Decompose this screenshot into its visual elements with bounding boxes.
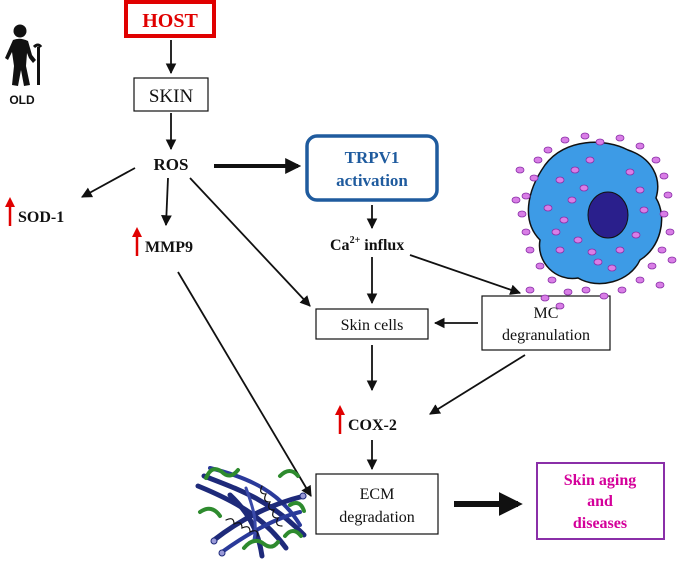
granule: [525, 286, 535, 294]
outcome-line1: Skin aging: [564, 472, 636, 489]
granule: [635, 142, 645, 150]
ros-label: ROS: [154, 155, 189, 174]
sod1-label: SOD-1: [18, 209, 64, 226]
trpv1-label: TRPV1: [345, 148, 400, 167]
granule: [579, 184, 589, 192]
outcome-box: [536, 462, 665, 540]
granule: [659, 172, 669, 180]
host-box: [124, 0, 216, 38]
up-arrow-icon: [132, 227, 142, 256]
mmp9-label: MMP9: [145, 239, 193, 256]
ecm-degradation-label: degradation: [339, 509, 415, 526]
granule: [580, 132, 590, 140]
granule: [521, 228, 531, 236]
ecm-degradation-box: [315, 473, 439, 535]
granule: [665, 228, 675, 236]
granule: [525, 246, 535, 254]
arrow-mmp9-to-ecm: [177, 271, 312, 497]
granule: [615, 134, 625, 142]
arrow-mc-to-cox2: [429, 354, 526, 415]
granule: [595, 138, 605, 146]
arrow-ros-to-sod1: [81, 167, 136, 198]
granule: [585, 156, 595, 164]
granule: [521, 192, 531, 200]
granule: [647, 262, 657, 270]
granule: [529, 174, 539, 182]
granule: [573, 236, 583, 244]
granule: [625, 168, 635, 176]
granule: [617, 286, 627, 294]
granule: [551, 228, 561, 236]
granule: [587, 248, 597, 256]
granule: [555, 176, 565, 184]
granule: [599, 292, 609, 300]
host-label: HOST: [142, 10, 198, 32]
cox2-label: COX-2: [348, 417, 397, 434]
mc-degranulation-box: [481, 295, 611, 351]
skin-cells-box: [315, 308, 429, 340]
granule: [631, 231, 641, 239]
mc-degranulation-label: degranulation: [502, 327, 590, 344]
granule: [560, 136, 570, 144]
granule: [657, 246, 667, 254]
granule: [515, 166, 525, 174]
granule: [540, 294, 550, 302]
granule: [593, 258, 603, 266]
granule: [635, 186, 645, 194]
granule: [607, 264, 617, 272]
granule: [651, 156, 661, 164]
arrows: [81, 40, 526, 516]
granule: [663, 191, 673, 199]
granule: [659, 210, 669, 218]
ecm-label: ECM: [360, 486, 395, 503]
up-arrow-icon: [5, 197, 15, 226]
trpv1-activation-label: activation: [336, 171, 408, 190]
granule: [567, 196, 577, 204]
granule: [517, 210, 527, 218]
granule: [543, 204, 553, 212]
granule: [535, 262, 545, 270]
arrow-ros-to-skin-cells: [189, 177, 311, 307]
granule: [533, 156, 543, 164]
ecm-fibers-illustration: [195, 466, 307, 559]
old-label: OLD: [9, 93, 35, 107]
granule: [555, 246, 565, 254]
arrow-ros-to-mmp9: [161, 177, 172, 227]
skin-box: [133, 77, 209, 112]
elderly-person-with-cane-icon: [5, 24, 43, 86]
granule: [563, 288, 573, 296]
granule: [543, 146, 553, 154]
outcome-line3: diseases: [573, 515, 627, 532]
granule: [581, 286, 591, 294]
up-arrow-icon: [335, 405, 345, 434]
mc-label: MC: [534, 305, 559, 322]
arrow-ca-to-mc: [409, 254, 522, 295]
granule: [639, 206, 649, 214]
mast-cell-illustration: [511, 132, 677, 310]
granule: [547, 276, 557, 284]
granule: [555, 302, 565, 310]
outcome-line2: and: [587, 493, 613, 510]
ca-influx-label: Ca2+ influx: [330, 235, 404, 254]
skin-cells-label: Skin cells: [341, 317, 404, 334]
granule: [559, 216, 569, 224]
skin-label: SKIN: [149, 86, 194, 107]
granule: [635, 276, 645, 284]
granule: [511, 196, 521, 204]
trpv1-box: [305, 134, 439, 202]
granule: [655, 281, 665, 289]
granule: [570, 166, 580, 174]
granule: [667, 256, 677, 264]
granule: [615, 246, 625, 254]
